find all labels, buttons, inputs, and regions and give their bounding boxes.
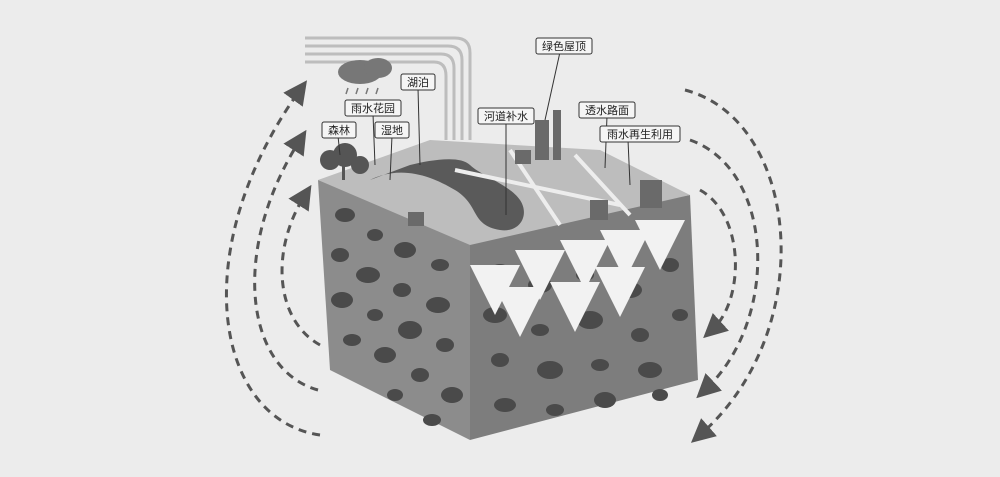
buildings <box>408 110 662 226</box>
label-rain-garden-box: 雨水花园 <box>344 99 402 117</box>
infiltration-arrows <box>470 220 685 337</box>
label-permeable-pavement: 透水路面 <box>585 104 629 117</box>
left-arrow-outer <box>224 80 321 437</box>
label-rainwater-reuse-box: 雨水再生利用 <box>599 125 681 143</box>
label-river-recharge: 河道补水 <box>484 109 528 123</box>
label-lake: 湖泊 <box>407 76 429 89</box>
right-circulation-arrows <box>684 88 783 443</box>
right-arrow-mid <box>689 138 760 399</box>
soil-front-face <box>318 180 470 440</box>
right-arrow-inner <box>699 188 737 339</box>
rain-cloud <box>338 58 392 95</box>
pipes <box>305 36 472 140</box>
label-wetland: 湿地 <box>381 124 403 137</box>
label-rain-garden: 雨水花园 <box>351 102 395 115</box>
right-arrow-outer <box>684 88 783 443</box>
label-green-roof: 绿色屋顶 <box>542 39 586 53</box>
label-wetland-box: 湿地 <box>374 121 410 139</box>
label-permeable-pavement-box: 透水路面 <box>578 101 636 119</box>
left-arrow-inner <box>280 184 321 347</box>
label-forest: 森林 <box>328 123 350 137</box>
label-forest-box: 森林 <box>321 121 357 139</box>
label-rainwater-reuse: 雨水再生利用 <box>607 127 673 141</box>
left-arrow-mid <box>253 129 319 392</box>
leader-lines <box>337 51 631 215</box>
label-river-recharge-box: 河道补水 <box>477 107 535 125</box>
label-green-roof-box: 绿色屋顶 <box>535 37 593 55</box>
left-circulation-arrows <box>224 80 321 437</box>
label-lake-box: 湖泊 <box>400 73 436 91</box>
